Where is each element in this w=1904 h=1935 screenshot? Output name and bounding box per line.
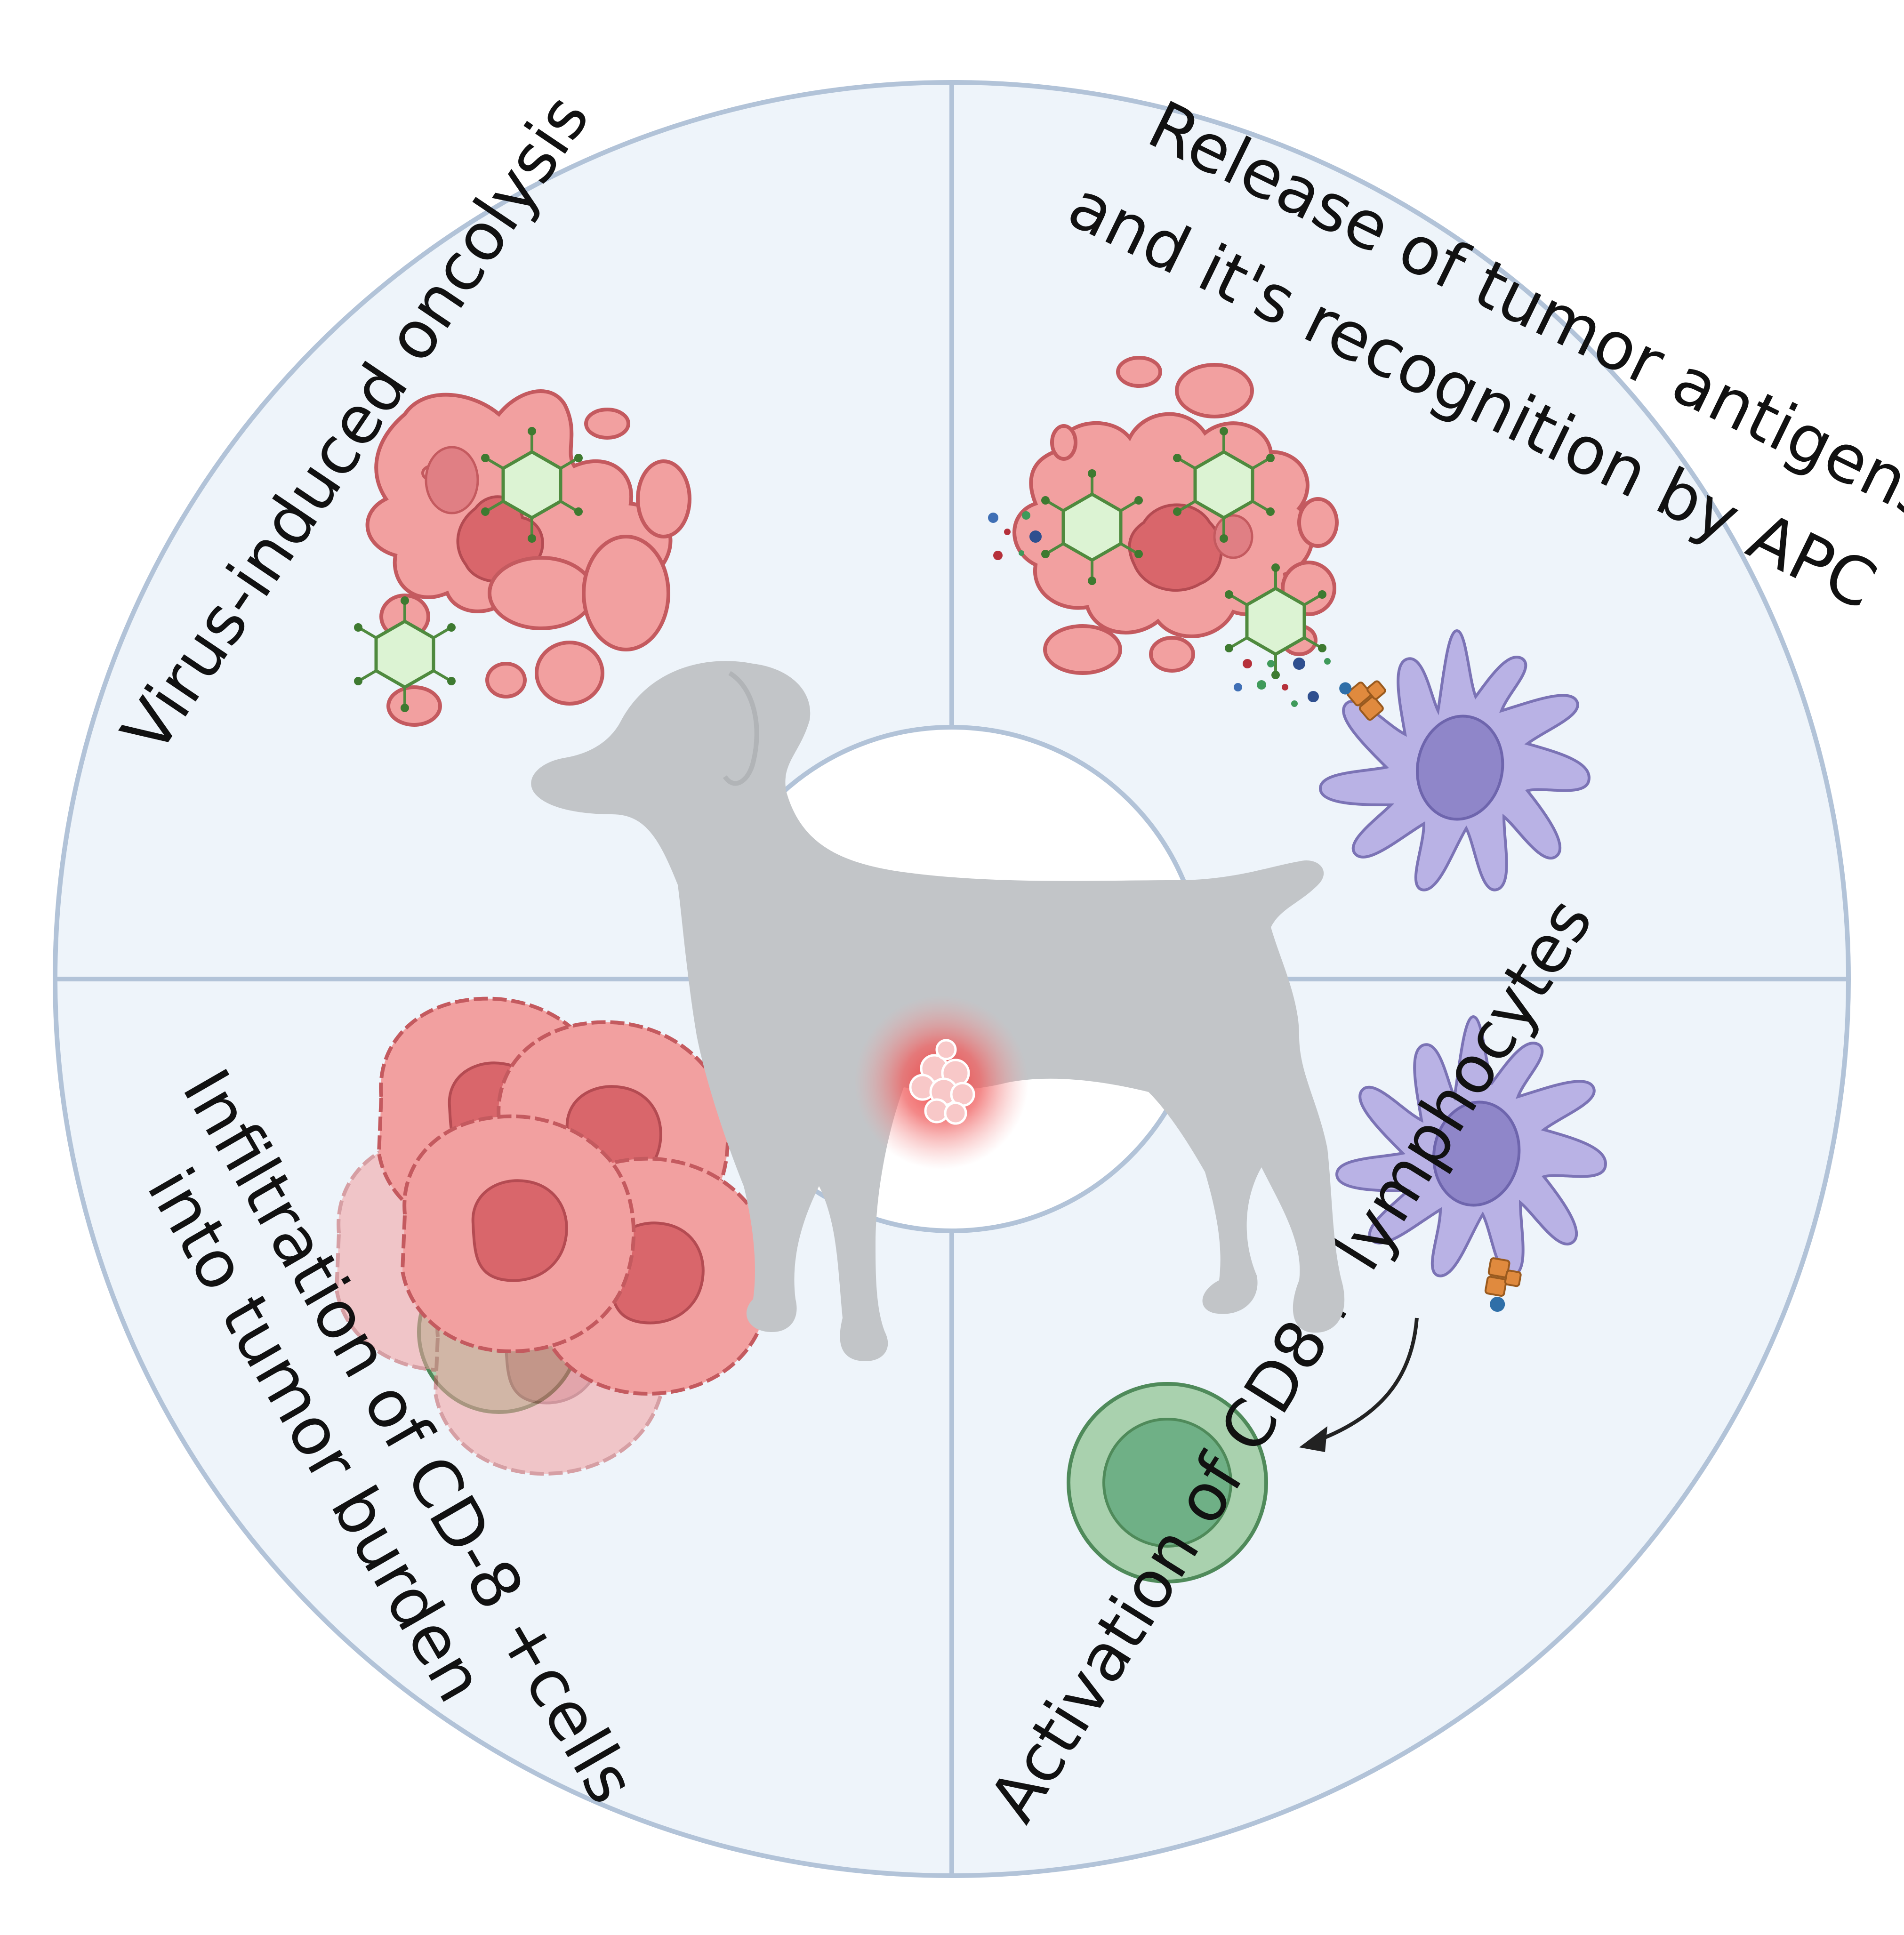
tumor-cell-icon	[402, 1116, 634, 1351]
t-cell-icon	[1067, 1382, 1268, 1583]
antigen-icon	[988, 511, 1331, 707]
receptor-icon	[1484, 1257, 1524, 1312]
receptor-icon	[1339, 672, 1395, 722]
tumor-glow	[854, 996, 1028, 1170]
tumor-mass-icon	[909, 1039, 975, 1125]
arrow-icon	[1317, 1317, 1419, 1442]
arrow-head	[1299, 1426, 1327, 1452]
